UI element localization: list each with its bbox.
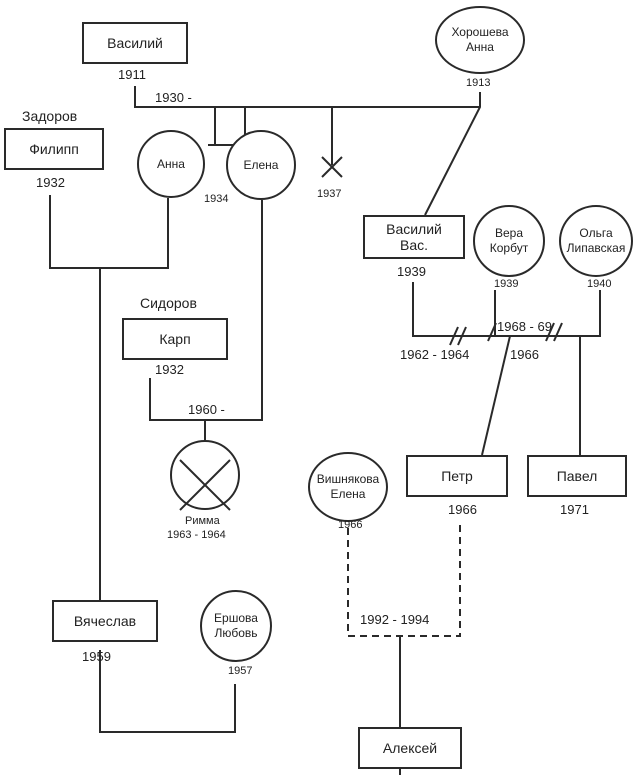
life-years: 1963 - 1964 (167, 529, 226, 541)
birth-year: 1932 (155, 362, 184, 377)
marriage-date: 1930 - (155, 90, 192, 105)
person-name: Римма (185, 515, 220, 527)
person-name: Петр (441, 468, 473, 484)
filipp-anna-marriage-line (49, 195, 169, 269)
person-surname: Корбут (489, 241, 529, 255)
person-name: Елена (330, 487, 366, 501)
divorce-mark-3 (545, 322, 563, 342)
birth-year: 1957 (228, 665, 253, 677)
marriage-date: 1992 - 1994 (360, 612, 430, 627)
child-line-petr (481, 335, 511, 456)
birth-year: 1966 (448, 502, 477, 517)
person-name: Вера (494, 226, 523, 240)
person-surname: Хорошева (451, 25, 509, 39)
birth-year: 1911 (118, 67, 146, 82)
person-surname: Ершова (214, 611, 258, 625)
person-name: Павел (556, 468, 598, 484)
person-anna[interactable]: Анна (137, 130, 205, 198)
birth-year: 1971 (560, 502, 589, 517)
person-rimma[interactable] (170, 440, 240, 510)
person-name: Любовь (214, 626, 258, 640)
person-name: Вячеслав (73, 613, 137, 629)
person-name: Василий (107, 35, 163, 51)
death-year: 1937 (317, 188, 342, 200)
person-surname: Липавская (566, 241, 626, 255)
person-name: Филипп (29, 141, 79, 157)
vishnyakova-petr-marriage-line (347, 520, 461, 637)
person-surname: Вишнякова (316, 472, 380, 486)
birth-year: 1940 (587, 278, 612, 290)
divorce-mark-1 (449, 326, 467, 346)
marriage-date: 1960 - (188, 402, 225, 417)
person-vasiliy[interactable]: Василий (82, 22, 188, 64)
birth-year: 1913 (466, 77, 491, 89)
person-karp[interactable]: Карп (122, 318, 228, 360)
birth-year: 1966 (338, 519, 363, 531)
person-name: Василий (386, 221, 442, 237)
birth-year: 1934 (204, 193, 229, 205)
divorce-mark-2 (487, 322, 497, 342)
person-petr[interactable]: Петр (406, 455, 508, 497)
person-name: Елена (243, 157, 279, 172)
person-name: Анна (466, 40, 494, 54)
person-aleksey[interactable]: Алексей (358, 727, 462, 769)
khorosheva-to-vasiliy-vas-line (424, 92, 481, 216)
person-name: Алексей (382, 740, 438, 756)
marriage-date: 1968 - 69 (497, 319, 552, 334)
person-vyacheslav[interactable]: Вячеслав (52, 600, 158, 642)
marriage-date: 1962 - 1964 (400, 347, 470, 362)
person-name: Карп (159, 331, 191, 347)
birth-year: 1959 (82, 649, 111, 664)
birth-year: 1932 (36, 175, 65, 190)
vasiliy-vas-marriage-line (412, 282, 601, 337)
surname-label: Сидоров (140, 295, 197, 311)
birth-year: 1939 (397, 264, 426, 279)
deceased-cross (321, 156, 343, 178)
person-elena[interactable]: Елена (226, 130, 296, 200)
surname-label: Задоров (22, 108, 78, 124)
person-filipp[interactable]: Филипп (4, 128, 104, 170)
person-pavel[interactable]: Павел (527, 455, 627, 497)
person-patronymic: Вас. (399, 237, 428, 253)
birth-year: 1939 (494, 278, 519, 290)
person-name: Ольга (579, 226, 613, 240)
vyacheslav-ershova-marriage-line (99, 650, 236, 733)
person-name: Анна (157, 156, 185, 171)
marriage-date: 1966 (510, 347, 539, 362)
vasiliy-marriage-line (134, 86, 480, 108)
